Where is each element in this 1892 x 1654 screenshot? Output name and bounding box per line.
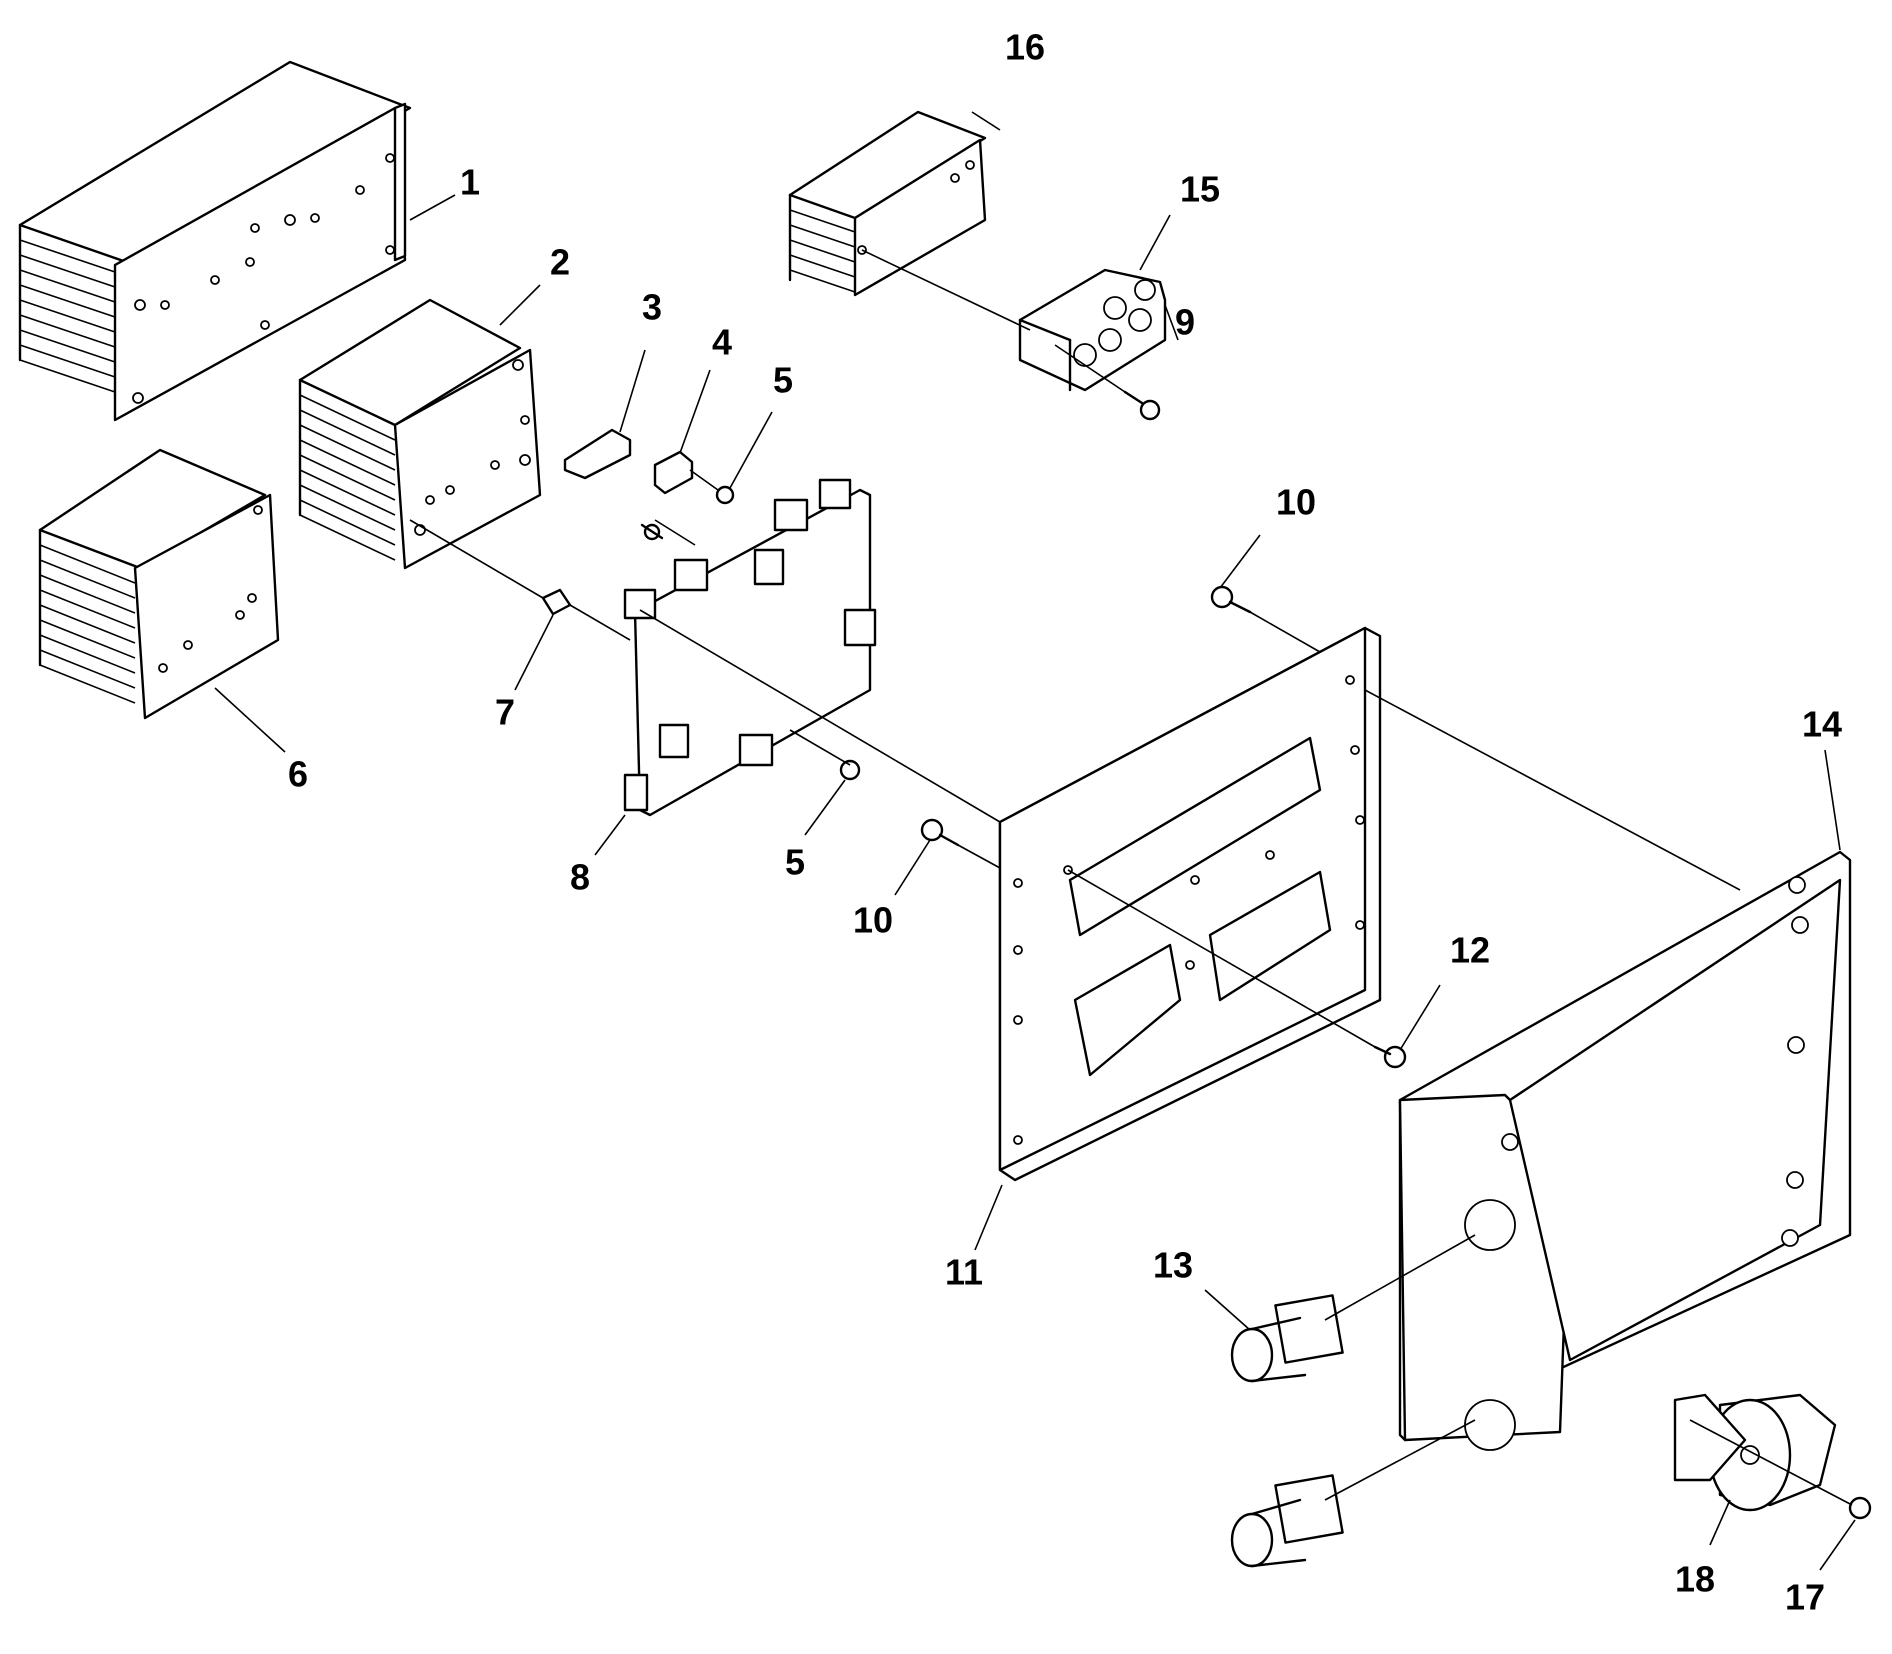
callout-17: 17: [1785, 1577, 1825, 1618]
callout-7: 7: [495, 692, 515, 733]
callout-16: 16: [1005, 27, 1045, 68]
callout-1: 1: [460, 162, 480, 203]
callout-8: 8: [570, 857, 590, 898]
heatsink-fins: [298, 378, 396, 561]
callout-6: 6: [288, 754, 308, 795]
part-11-mounting-plate: [998, 626, 1382, 1182]
assembly-leader-lines: [409, 249, 1853, 1506]
heatsink-fins: [18, 223, 136, 393]
callout-15: 15: [1180, 169, 1220, 210]
part-2-medium-heatsink: [298, 298, 542, 570]
part-12-screw: [1373, 1045, 1407, 1069]
callout-leaders: [214, 111, 1856, 1571]
board-clips: [623, 478, 877, 812]
callout-13: 13: [1153, 1245, 1193, 1286]
part-18-fan-motor: [1673, 1393, 1837, 1512]
part-9-screw: [1123, 390, 1161, 421]
mounting-holes: [414, 359, 531, 536]
mounting-holes: [132, 153, 395, 404]
part-16-rectifier-heatsink: [788, 110, 987, 297]
part-6-small-heatsink: [38, 448, 280, 720]
heatsink-fins: [788, 193, 856, 293]
heatsink-fins: [38, 528, 141, 704]
callout-2: 2: [550, 242, 570, 283]
part-1-large-heatsink: [18, 60, 412, 422]
plate-cutouts: [1068, 736, 1332, 1077]
callout-3: 3: [642, 287, 662, 328]
part-5-screw-upper: [640, 485, 735, 541]
part-3-connector: [563, 428, 632, 480]
callout-labels: 1 2 3 4 5 6 7 8 5 16 15 9 10 10 11 12 13…: [288, 27, 1842, 1618]
callout-10-lower: 10: [853, 900, 893, 941]
part-13-terminal-socket-upper: [1230, 1294, 1344, 1383]
callout-5-upper: 5: [773, 360, 793, 401]
part-15-bridge-rectifier: [1018, 268, 1167, 392]
mounting-holes: [1013, 675, 1365, 1145]
callout-12: 12: [1450, 930, 1490, 971]
part-5-screw-lower: [839, 759, 861, 781]
part-17-nut: [1848, 1496, 1872, 1520]
part-10-screw-upper: [1210, 585, 1252, 614]
callout-14: 14: [1802, 704, 1842, 745]
callout-4: 4: [712, 322, 732, 363]
part-4-bracket-clip: [653, 450, 694, 495]
part-10-screw-lower: [920, 818, 960, 847]
callout-11: 11: [945, 1252, 983, 1293]
mounting-holes: [158, 505, 263, 673]
callout-9: 9: [1175, 302, 1195, 343]
part-13-terminal-socket-lower: [1230, 1474, 1344, 1568]
callout-5-lower: 5: [785, 842, 805, 883]
part-8-circuit-board: [623, 478, 877, 817]
callout-18: 18: [1675, 1559, 1715, 1600]
part-14-chassis-frame: [1398, 850, 1852, 1451]
part-7-standoff: [541, 588, 572, 616]
callout-10-upper: 10: [1276, 482, 1316, 523]
